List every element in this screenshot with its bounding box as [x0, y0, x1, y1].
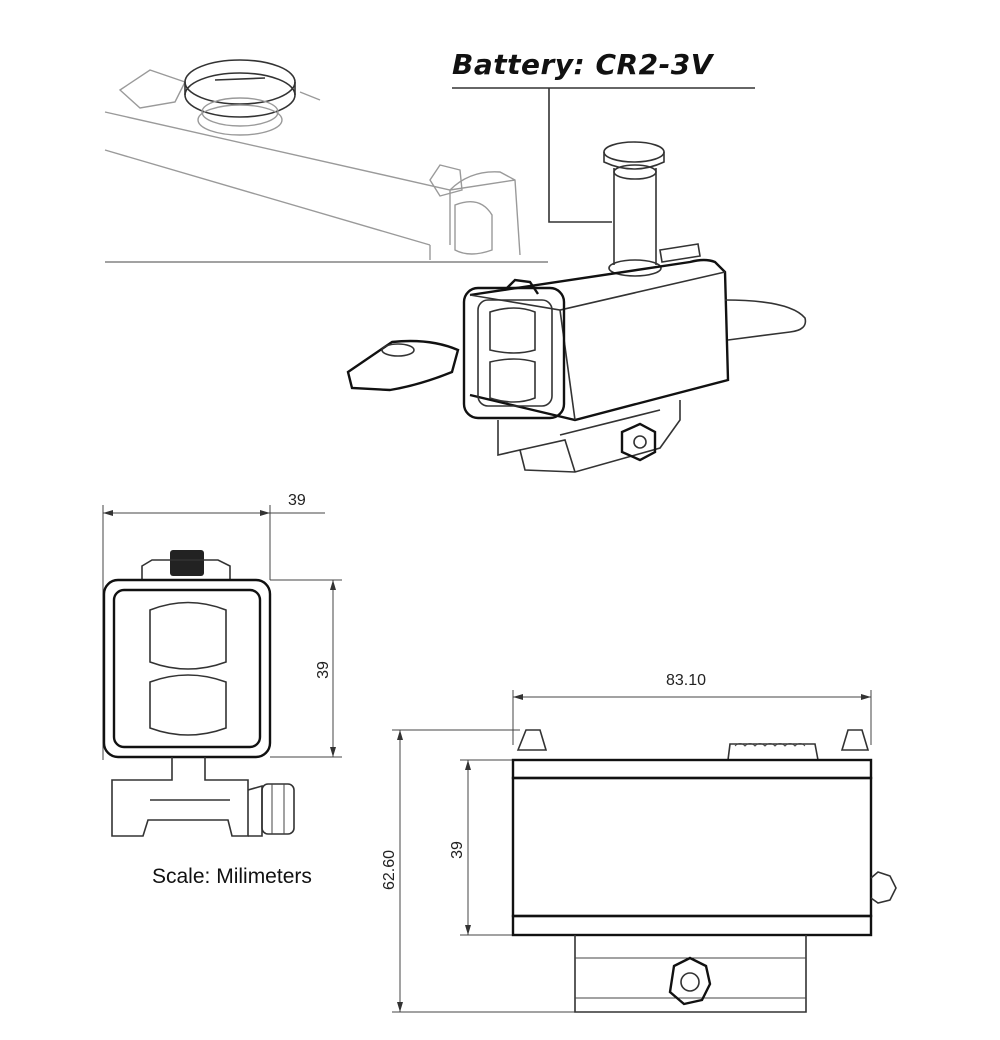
scale-note: Scale: Milimeters	[152, 865, 312, 888]
battery-leader-line	[452, 87, 755, 223]
battery-callout-label: Battery: CR2-3V	[452, 48, 713, 81]
side-view	[392, 690, 897, 1013]
dim-side-body-height: 39	[449, 841, 466, 859]
battery-detail-view	[104, 59, 548, 263]
dim-front-width: 39	[288, 492, 306, 509]
front-view	[102, 505, 342, 837]
device-isometric-view	[346, 141, 807, 473]
dim-side-total-height: 62.60	[381, 850, 398, 890]
dim-side-length: 83.10	[666, 672, 706, 689]
dim-front-height: 39	[315, 661, 332, 679]
